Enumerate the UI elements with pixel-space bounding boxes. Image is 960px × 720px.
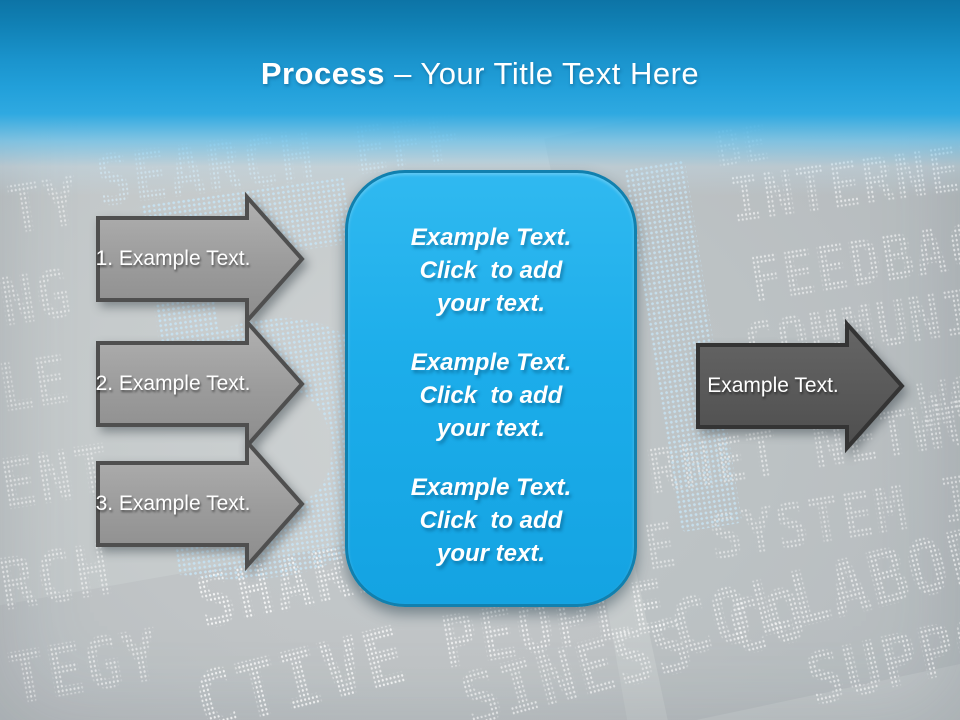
info-line: Click to add	[419, 507, 563, 534]
info-line: your text.	[436, 290, 546, 317]
info-line: Example Text.	[410, 224, 572, 251]
step-label: 1. Example Text.	[95, 247, 251, 270]
background-word: LE	[0, 340, 76, 428]
info-line: your text.	[436, 415, 546, 442]
title-rest: – Your Title Text Here	[384, 56, 700, 91]
info-block-1[interactable]: Example Text. Click to add your text.	[364, 221, 618, 320]
step-label: 3. Example Text.	[95, 492, 251, 515]
process-step-arrow-3[interactable]: 3. Example Text.	[95, 436, 307, 572]
info-line: your text.	[436, 540, 546, 567]
output-arrow-label: Example Text.	[707, 374, 839, 397]
right-arrow-shape-icon	[696, 318, 905, 454]
info-line: Example Text.	[410, 349, 572, 376]
info-line: Example Text.	[410, 474, 572, 501]
process-step-arrow-2[interactable]: 2. Example Text.	[95, 316, 307, 452]
title-emphasis: Process	[260, 56, 385, 91]
process-step-arrow-1[interactable]: 1. Example Text.	[95, 191, 307, 327]
step-label: 2. Example Text.	[95, 372, 251, 395]
right-arrow-shape-icon	[96, 316, 305, 452]
info-block-3[interactable]: Example Text. Click to add your text.	[364, 471, 618, 570]
info-line: Click to add	[419, 257, 563, 284]
info-line: Click to add	[419, 382, 563, 409]
background-word: NG	[0, 254, 78, 342]
info-block-2[interactable]: Example Text. Click to add your text.	[364, 346, 618, 445]
center-info-box[interactable]: Example Text. Click to add your text. Ex…	[345, 170, 637, 607]
background-word: TY	[3, 162, 86, 250]
output-arrow[interactable]: Example Text.	[695, 318, 907, 454]
right-arrow-shape-icon	[96, 191, 305, 327]
right-arrow-shape-icon	[96, 436, 305, 572]
page-title[interactable]: Process – Your Title Text Here	[0, 56, 960, 92]
